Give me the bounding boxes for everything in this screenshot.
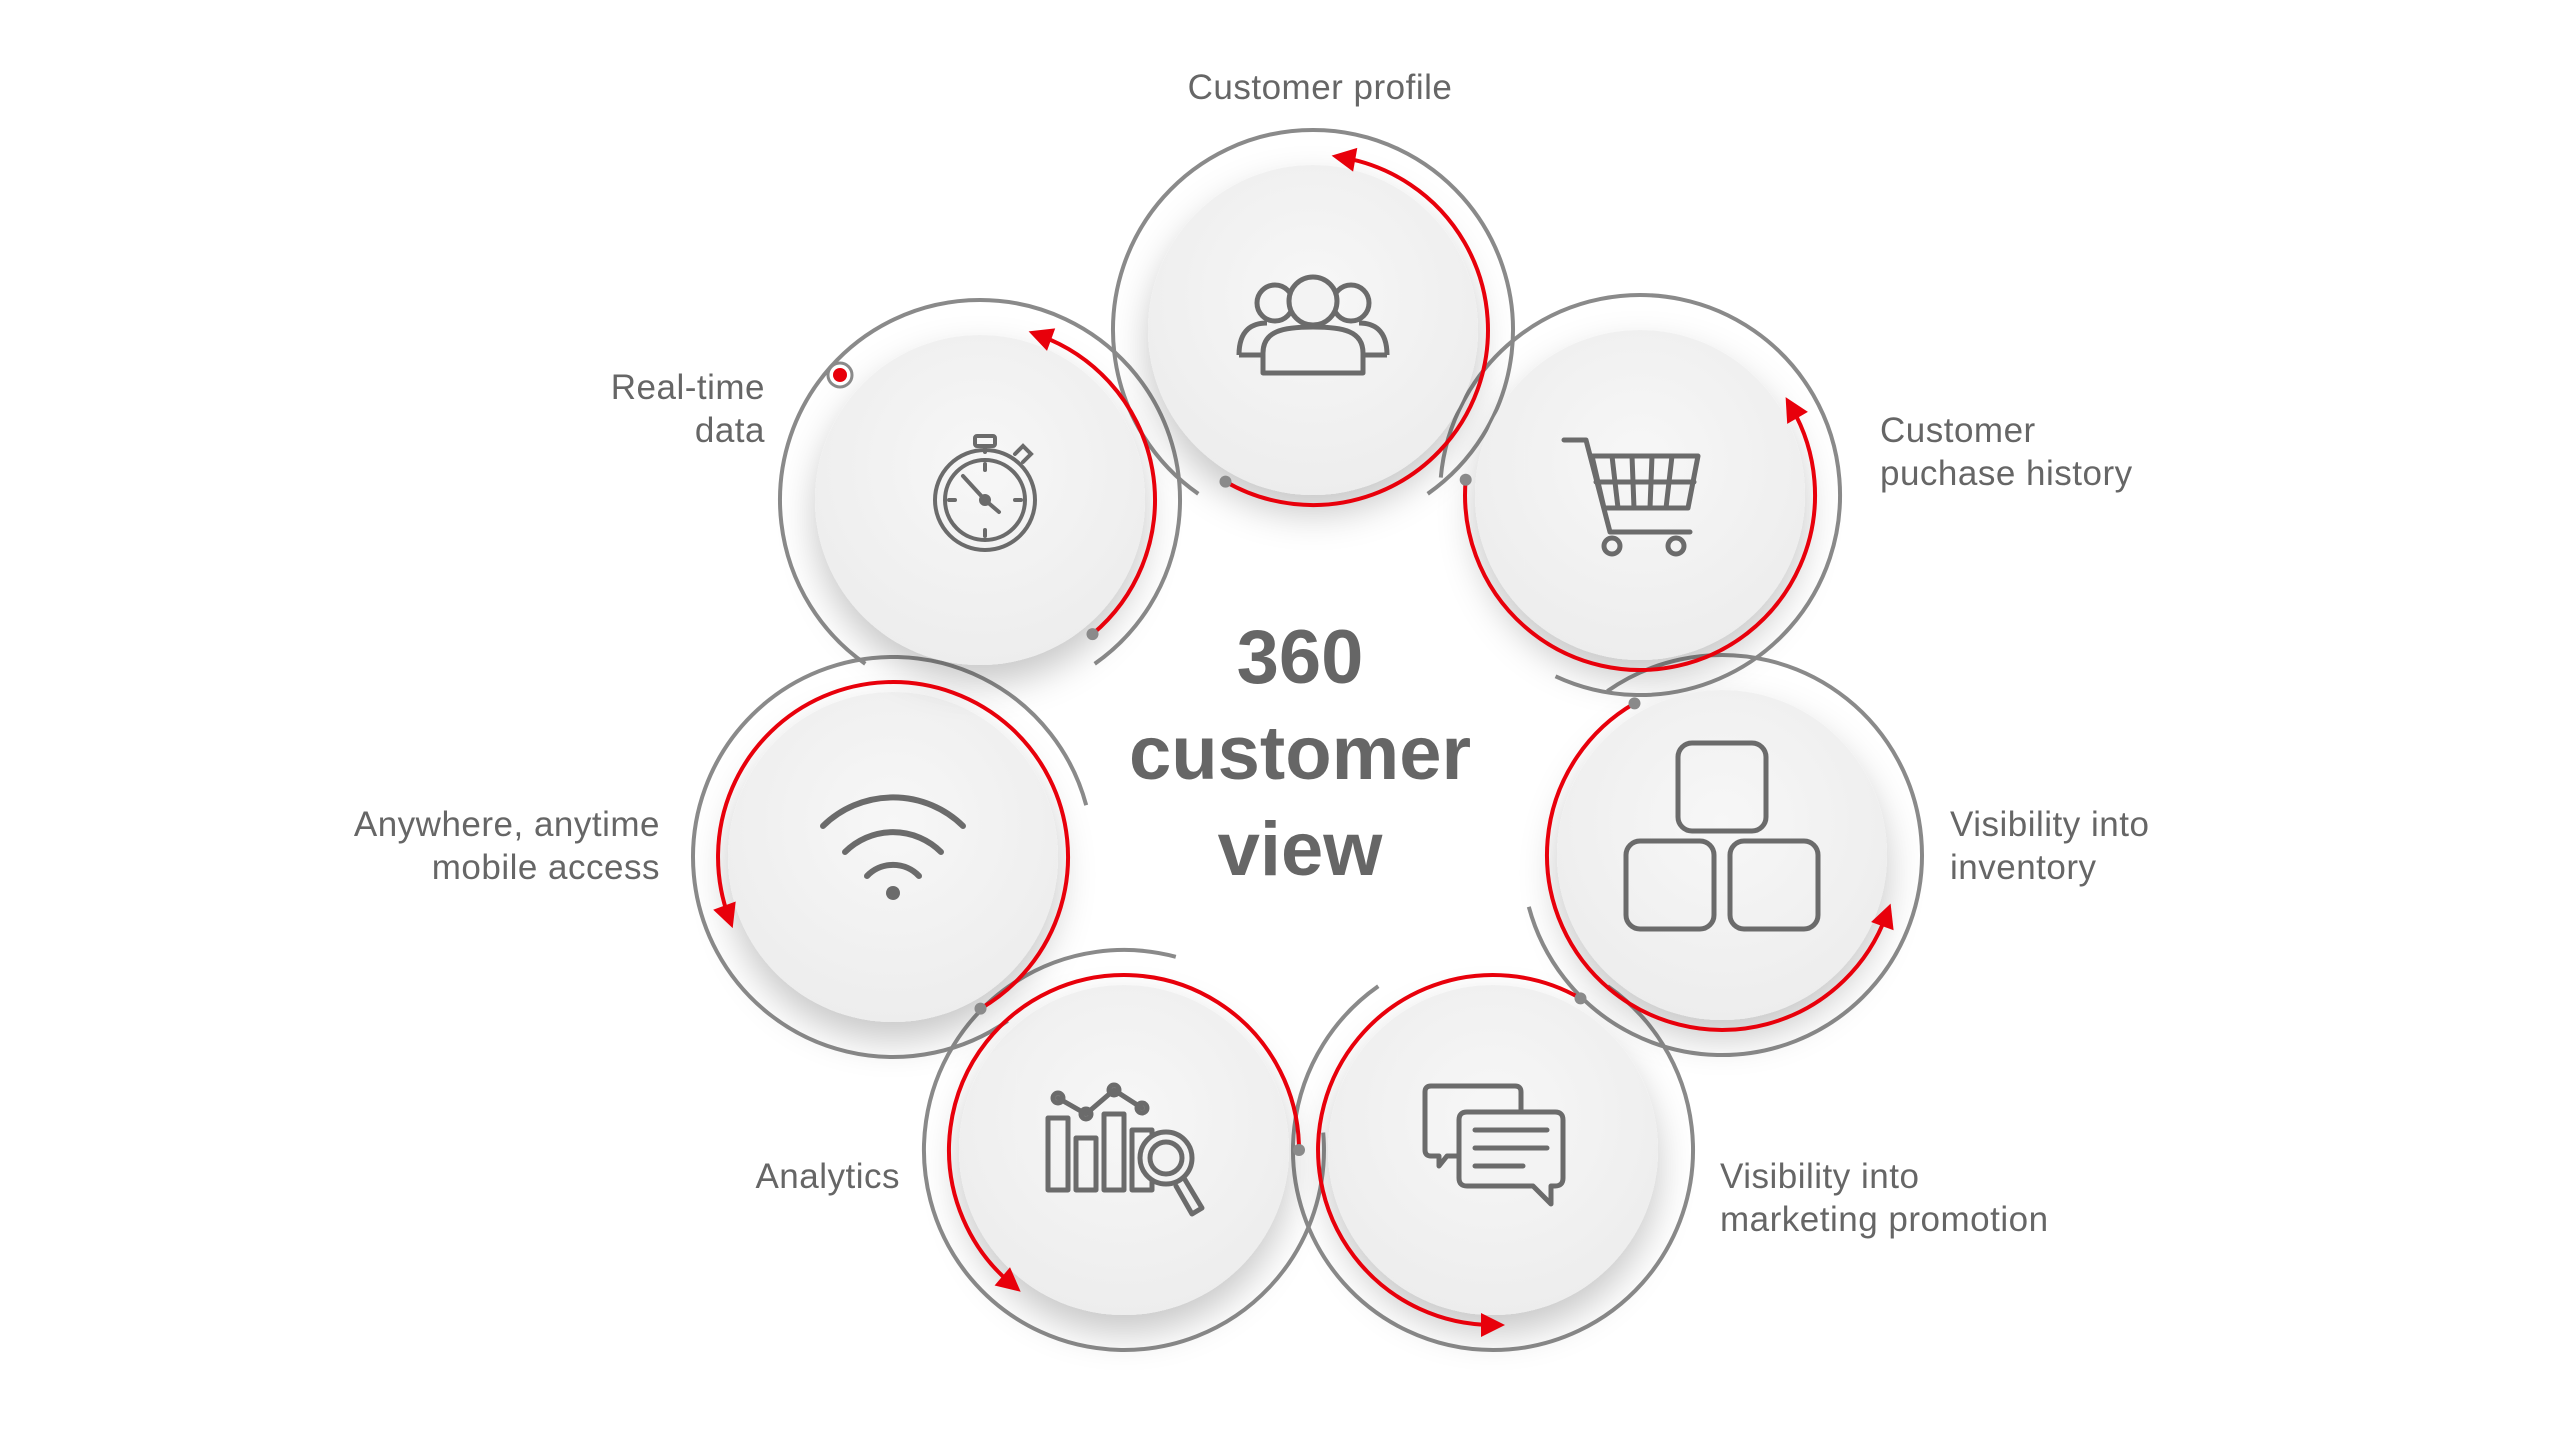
start-dot (1459, 473, 1472, 486)
label-line: Customer (1880, 411, 2036, 450)
outer-ring (691, 654, 1089, 1059)
start-dot (1574, 992, 1587, 1005)
label-mobile: Anywhere, anytime mobile access (240, 803, 660, 889)
stacked-boxes-icon (1623, 740, 1821, 932)
outer-ring (1111, 127, 1515, 496)
node-disc (1475, 330, 1805, 660)
node-disc (1557, 690, 1887, 1020)
label-realtime: Real-time data (480, 366, 765, 452)
label-line: inventory (1950, 848, 2097, 887)
red-arc (947, 973, 1301, 1286)
users-group-icon (1236, 274, 1390, 376)
red-arc (1316, 973, 1582, 1327)
bar-chart-magnifier-icon (1045, 1082, 1205, 1217)
start-dot (1628, 697, 1641, 710)
red-arc (1545, 701, 1889, 1032)
arrowhead (1331, 147, 1358, 172)
shopping-cart-icon (1561, 437, 1701, 557)
arrowhead (1481, 1313, 1505, 1337)
start-dot (1219, 475, 1232, 488)
red-arc (1463, 406, 1817, 672)
arrowhead (1871, 903, 1894, 931)
red-arc (1039, 333, 1158, 636)
red-arc (716, 680, 1071, 1011)
arcs-layer (713, 147, 1894, 1337)
label-analytics: Analytics (600, 1155, 900, 1198)
label-customer-profile: Customer profile (1130, 66, 1510, 109)
start-dot (1086, 628, 1099, 641)
start-dot (1293, 1144, 1305, 1156)
label-line: data (694, 411, 765, 450)
center-number: 360 (1236, 615, 1364, 700)
start-dot (974, 1002, 987, 1015)
center-title: 360 customer view (1040, 610, 1560, 898)
rings-layer (691, 127, 1924, 1353)
outer-ring (1438, 293, 1843, 697)
label-line: Visibility into (1950, 805, 2150, 844)
label-line: Customer profile (1187, 68, 1453, 107)
outer-ring (1526, 653, 1924, 1058)
center-line-2: view (1217, 807, 1383, 892)
label-line: marketing promotion (1720, 1200, 2049, 1239)
wifi-icon (820, 794, 966, 900)
start-marker (833, 368, 847, 382)
arrowhead (994, 1267, 1021, 1292)
arrowhead (713, 901, 736, 929)
red-arc (1224, 155, 1490, 507)
label-line: Real-time (610, 368, 765, 407)
icons-layer (820, 274, 1821, 1217)
label-line: puchase history (1880, 454, 2133, 493)
chat-bubbles-icon (1422, 1083, 1566, 1207)
stopwatch-icon (933, 434, 1037, 552)
label-line: Analytics (755, 1157, 900, 1196)
node-disc (728, 692, 1058, 1022)
arrowhead (1785, 397, 1808, 424)
center-line-1: customer (1128, 711, 1472, 796)
label-line: Visibility into (1720, 1157, 1920, 1196)
label-line: mobile access (431, 848, 660, 887)
label-line: Anywhere, anytime (353, 805, 660, 844)
arrowhead (1028, 328, 1056, 351)
label-marketing: Visibility into marketing promotion (1720, 1155, 2049, 1241)
label-inventory: Visibility into inventory (1950, 803, 2149, 889)
outer-ring (778, 297, 1182, 666)
label-purchase-history: Customer puchase history (1880, 409, 2133, 495)
